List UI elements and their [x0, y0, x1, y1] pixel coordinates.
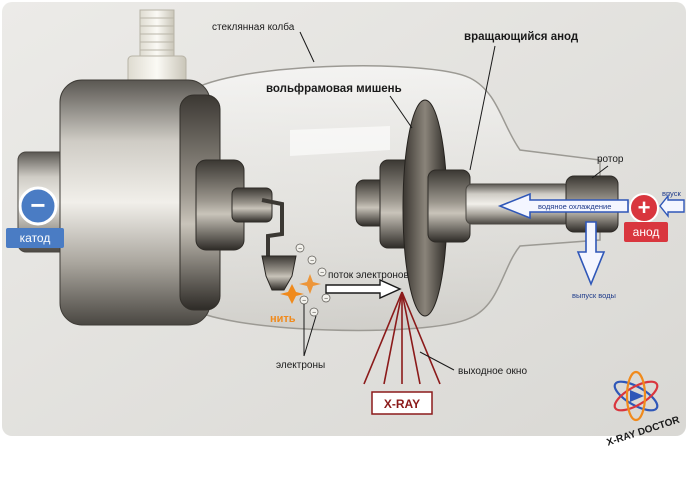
xray-badge	[371, 391, 433, 415]
electron-beam-arrow	[325, 278, 402, 300]
leader-rotor	[591, 165, 609, 179]
label-rotating-anode: вращающийся анод	[464, 31, 579, 43]
leader-exit-window	[419, 351, 455, 371]
electron-sign: −	[310, 258, 314, 265]
label-filament: нить	[270, 313, 296, 325]
leader-rotating-anode	[469, 45, 496, 171]
leader-glass-bulb	[299, 31, 315, 63]
leader-electrons	[303, 304, 317, 357]
electron-sign: −	[324, 296, 328, 303]
electron-sign: −	[298, 246, 302, 253]
label-electron-flow: поток электронов	[328, 270, 409, 281]
label-rotor: ротор	[597, 154, 624, 165]
leader-tungsten-target	[389, 95, 413, 129]
cathode-label: катод	[20, 231, 51, 245]
filament-cup	[261, 255, 297, 291]
cathode-stem	[231, 187, 273, 223]
electron-sign: −	[312, 310, 316, 317]
label-inlet: впуск	[662, 189, 681, 198]
filament-wire	[261, 198, 284, 256]
electron-sign: −	[320, 270, 324, 277]
filament-glow-icon	[280, 274, 321, 304]
label-glass-bulb: стеклянная колба	[212, 21, 295, 33]
xray-beam	[363, 291, 441, 385]
glass-highlight	[290, 126, 390, 156]
electron-cloud: − − − − − −	[295, 243, 331, 317]
water-inlet-arrow	[659, 194, 685, 218]
cathode-sign-badge	[18, 186, 58, 226]
anode-label-box	[624, 222, 668, 242]
electron-sign: −	[302, 298, 306, 305]
label-electrons: электроны	[276, 360, 325, 371]
label-water-cooling: водяное охлаждение	[538, 202, 611, 211]
anode-label: анод	[633, 225, 660, 239]
label-exit-window: выходное окно	[458, 366, 527, 377]
cathode-sign: −	[30, 190, 45, 220]
label-water-outlet: выпуск воды	[572, 291, 616, 300]
water-cooling-arrow	[497, 192, 629, 220]
water-outlet-arrow	[576, 221, 606, 287]
xray-label: X-RAY	[384, 397, 420, 411]
cathode-label-box	[6, 228, 64, 248]
anode-hub-right	[427, 169, 471, 243]
hose-ribs	[140, 17, 174, 51]
anode-sign: +	[638, 195, 651, 220]
label-tungsten-target: вольфрамовая мишень	[266, 83, 402, 95]
atom-logo-icon	[613, 370, 659, 422]
